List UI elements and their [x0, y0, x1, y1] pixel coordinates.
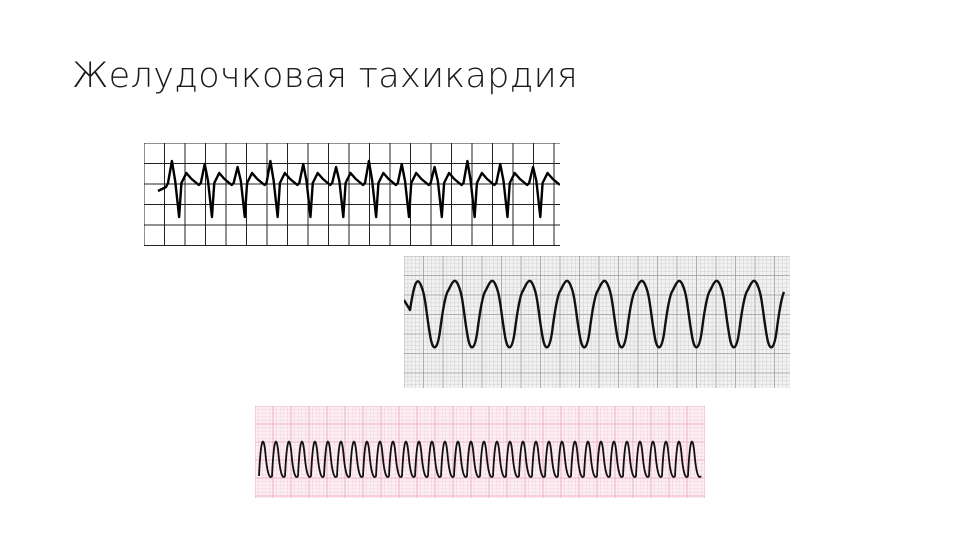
strip-background — [144, 143, 560, 246]
ecg-trace — [258, 440, 702, 478]
ecg-trace — [157, 159, 560, 219]
ecg-strip-gray-grid — [404, 256, 790, 388]
ecg-strip-coarse-grid — [144, 143, 560, 246]
strip-background — [404, 256, 790, 388]
slide-title: Желудочковая тахикардия — [72, 56, 579, 96]
ecg-trace — [404, 279, 786, 349]
ecg-strip-pink-grid — [255, 406, 705, 498]
